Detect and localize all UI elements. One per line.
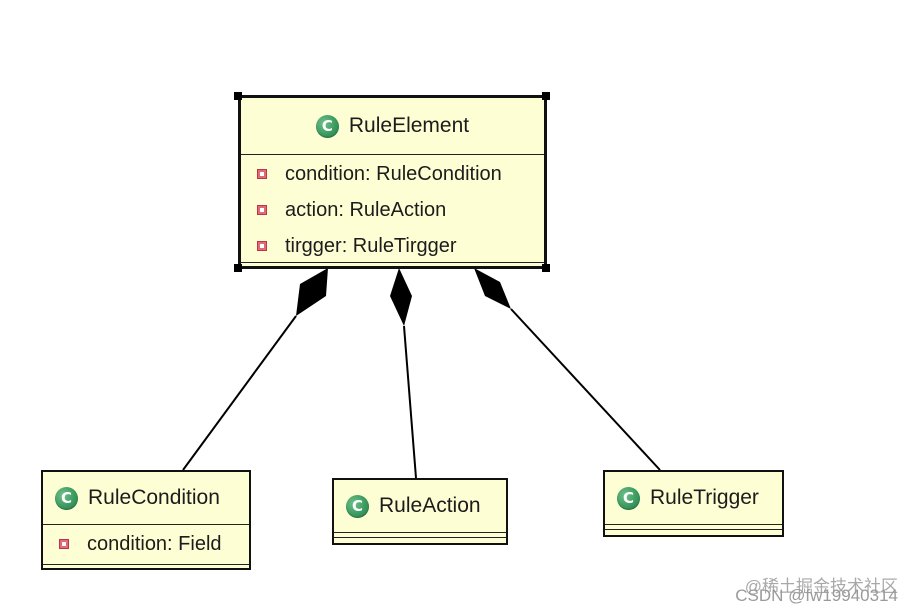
class-name: RuleAction: [379, 494, 481, 517]
operations-divider: [605, 529, 782, 530]
operations-divider: [43, 564, 249, 565]
attributes-compartment: condition: RuleCondition action: RuleAct…: [241, 155, 544, 264]
watermark: @稀土掘金技术社区 CSDN @fw19940314: [735, 578, 898, 604]
class-rule-action[interactable]: C RuleAction: [332, 478, 508, 545]
attributes-divider: [334, 532, 506, 533]
class-rule-element[interactable]: C RuleElement condition: RuleCondition a…: [238, 95, 547, 269]
composition-diamond-condition: [296, 268, 328, 316]
composition-diamond-trigger: [474, 268, 511, 309]
attributes-divider: [43, 524, 249, 525]
class-rule-condition[interactable]: C RuleCondition condition: Field: [41, 470, 251, 570]
class-header: C RuleAction: [334, 480, 506, 532]
watermark-juejin: @稀土掘金技术社区: [744, 577, 898, 596]
attribute-label: condition: Field: [87, 532, 222, 555]
attribute-label: condition: RuleCondition: [285, 162, 502, 185]
attributes-divider: [605, 524, 782, 525]
class-c-icon: C: [346, 494, 369, 518]
class-name: RuleElement: [348, 114, 470, 137]
class-name: RuleTrigger: [650, 486, 759, 509]
composition-diamond-action: [390, 268, 412, 326]
private-field-icon: [257, 241, 267, 251]
class-c-icon: C: [315, 114, 339, 138]
attribute-row[interactable]: tirgger: RuleTirgger: [241, 228, 544, 264]
attribute-row[interactable]: condition: RuleCondition: [241, 156, 544, 192]
attribute-label: action: RuleAction: [285, 198, 447, 221]
class-name: RuleCondition: [88, 486, 220, 509]
class-c-icon: C: [617, 486, 640, 510]
selection-handle-top-right[interactable]: [542, 92, 550, 100]
attribute-label: tirgger: RuleTirgger: [285, 234, 457, 257]
operations-divider: [241, 262, 544, 263]
class-rule-trigger[interactable]: C RuleTrigger: [603, 470, 784, 537]
private-field-icon: [257, 205, 267, 215]
class-header: C RuleCondition: [43, 472, 249, 524]
composition-line-condition: [182, 315, 297, 471]
attributes-divider: [241, 154, 544, 155]
operations-divider: [334, 537, 506, 538]
private-field-icon: [59, 539, 69, 549]
composition-line-action: [403, 325, 417, 479]
attribute-row[interactable]: action: RuleAction: [241, 192, 544, 228]
watermark-csdn: CSDN @fw19940314: [735, 586, 898, 605]
attribute-row[interactable]: condition: Field: [43, 525, 249, 563]
class-c-icon: C: [55, 486, 78, 510]
selection-handle-top-left[interactable]: [234, 92, 242, 100]
selection-handle-bottom-left[interactable]: [234, 264, 242, 272]
class-header: C RuleElement: [241, 98, 544, 154]
selection-handle-bottom-right[interactable]: [542, 264, 550, 272]
private-field-icon: [257, 169, 267, 179]
composition-line-trigger: [510, 308, 661, 471]
class-header: C RuleTrigger: [605, 472, 782, 524]
